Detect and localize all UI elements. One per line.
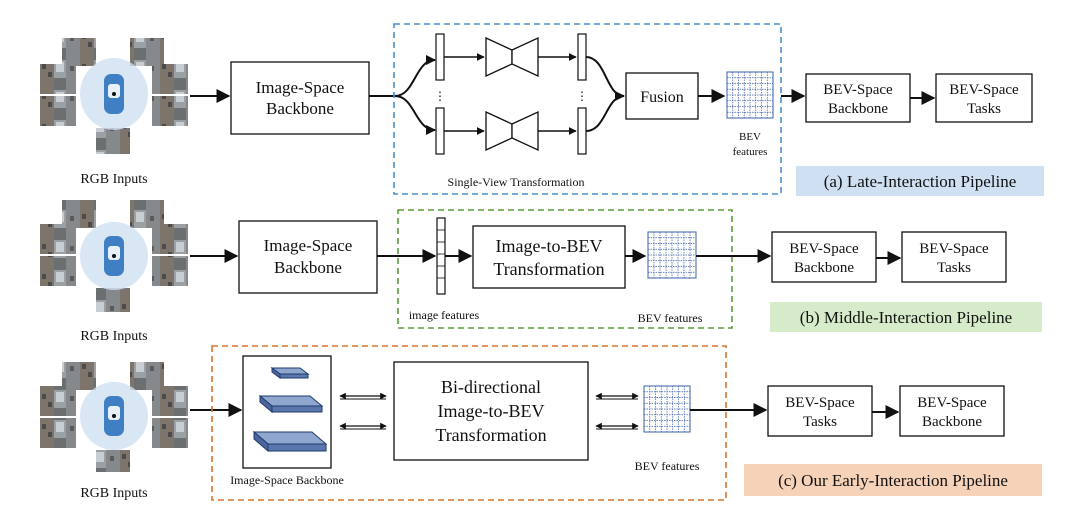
single-view-transformation-frame — [393, 23, 782, 195]
bev-space-backbone-box — [771, 231, 877, 283]
bev-tasks-line1: BEV-Space — [919, 241, 989, 257]
rgb-camera-inputs — [40, 200, 188, 312]
bev-grid-b — [647, 231, 697, 279]
bev-features-caption: BEV features — [638, 311, 703, 325]
rgb-inputs-label: RGB Inputs — [80, 486, 147, 501]
bev-space-tasks-box — [935, 73, 1033, 123]
pipeline-title-badge-b — [770, 302, 1042, 332]
early-interaction-frame — [211, 345, 727, 501]
backbone-label-line2: Backbone — [266, 99, 334, 118]
pipeline-title-badge-a — [796, 166, 1044, 196]
bev-space-tasks-box — [767, 385, 873, 437]
pipeline-title-badge-c — [744, 464, 1042, 496]
rgb-inputs-label: RGB Inputs — [80, 329, 147, 344]
bev-grid-c — [643, 385, 691, 433]
bev-tasks-line1: BEV-Space — [785, 395, 855, 411]
row-late-interaction: RGB Inputs Image-Space Backbone ⋮ ⋮ Fusi — [40, 23, 1044, 196]
view-feature-bottom — [577, 107, 587, 155]
bev-backbone-line1: BEV-Space — [789, 241, 859, 257]
pipeline-title-a: (a) Late-Interaction Pipeline — [824, 172, 1017, 191]
bev-features-caption: BEV — [739, 131, 761, 143]
transform-label-line2: Image-to-BEV — [438, 401, 545, 421]
rgb-inputs-label: RGB Inputs — [80, 172, 147, 187]
ellipsis: ⋮ — [576, 89, 588, 103]
bev-features-caption: BEV features — [635, 459, 700, 473]
bev-space-backbone-box — [805, 73, 911, 123]
backbone-label-line2: Backbone — [274, 258, 342, 277]
bev-backbone-line1: BEV-Space — [917, 395, 987, 411]
encoder-bottom — [485, 110, 513, 152]
decoder-top — [511, 36, 539, 78]
bev-backbone-line2: Backbone — [922, 414, 982, 430]
pipeline-title-b: (b) Middle-Interaction Pipeline — [800, 308, 1012, 327]
pipeline-title-c: (c) Our Early-Interaction Pipeline — [778, 471, 1008, 490]
rgb-camera-inputs — [40, 362, 188, 472]
feature-map-top — [435, 33, 445, 81]
transform-label-line1: Image-to-BEV — [496, 236, 603, 256]
encoder-top — [485, 36, 513, 78]
bev-tasks-line1: BEV-Space — [949, 82, 1019, 98]
bev-backbone-line2: Backbone — [794, 260, 854, 276]
row-early-interaction: RGB Inputs Image-Space Backbone Bi-direc… — [40, 345, 1042, 501]
bev-space-tasks-box — [901, 231, 1007, 283]
bev-grid-a — [726, 71, 774, 119]
single-view-transformation-caption: Single-View Transformation — [448, 175, 585, 189]
bidirectional-transformation-box — [393, 361, 589, 461]
image-features-stack — [436, 217, 446, 295]
image-space-backbone-caption: Image-Space Backbone — [230, 473, 344, 487]
fusion-label: Fusion — [640, 89, 684, 106]
transform-label-line3: Transformation — [435, 425, 546, 445]
ellipsis: ⋮ — [434, 89, 446, 103]
image-to-bev-transformation-box — [472, 225, 626, 289]
bev-tasks-line2: Tasks — [967, 101, 1001, 117]
backbone-label-line1: Image-Space — [264, 236, 353, 255]
bev-features-caption: features — [733, 146, 768, 158]
feature-map-bottom — [435, 107, 445, 155]
image-space-backbone-box — [230, 61, 370, 135]
decoder-bottom — [511, 110, 539, 152]
transform-label-line1: Bi-directional — [441, 377, 541, 397]
transform-label-line2: Transformation — [493, 259, 604, 279]
bev-backbone-line1: BEV-Space — [823, 82, 893, 98]
row-middle-interaction: RGB Inputs Image-Space Backbone image fe… — [40, 200, 1042, 344]
image-features-caption: image features — [409, 308, 480, 322]
bev-tasks-line2: Tasks — [937, 260, 971, 276]
backbone-label-line1: Image-Space — [256, 78, 345, 97]
view-feature-top — [577, 33, 587, 81]
bev-backbone-line2: Backbone — [828, 101, 888, 117]
image-to-bev-frame — [397, 209, 733, 329]
bev-tasks-line2: Tasks — [803, 414, 837, 430]
fusion-box — [625, 72, 699, 120]
rgb-camera-inputs — [40, 38, 188, 154]
image-space-backbone-box — [238, 220, 378, 294]
bev-space-backbone-box — [899, 385, 1005, 437]
